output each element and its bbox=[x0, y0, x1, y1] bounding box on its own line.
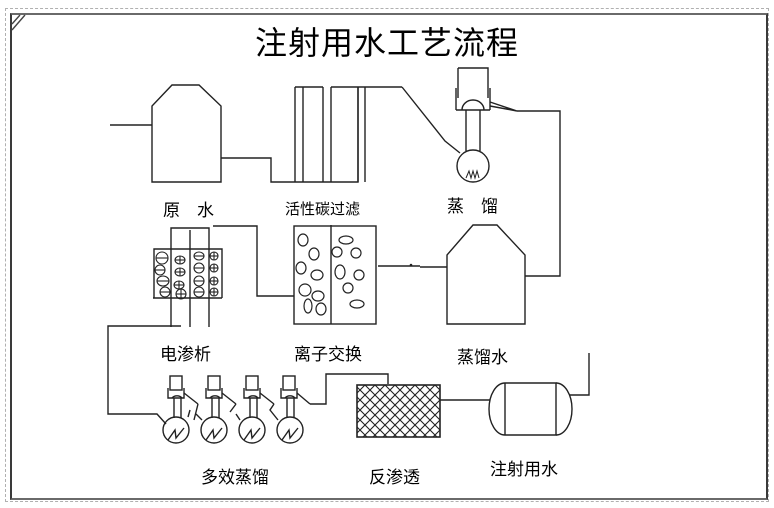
label-multi-effect-distillation: 多效蒸馏 bbox=[201, 468, 269, 488]
label-reverse-osmosis: 反渗透 bbox=[369, 468, 420, 488]
water-for-injection-vessel[interactable] bbox=[488, 353, 590, 436]
electrodialysis-unit[interactable] bbox=[107, 227, 223, 425]
pipe-med-to-ro bbox=[310, 373, 389, 405]
ion-exchange-icon bbox=[293, 225, 377, 325]
storage-tank-icon bbox=[446, 224, 526, 325]
pipe-ion-to-electrodialysis bbox=[213, 225, 294, 297]
raw-water-tank[interactable] bbox=[110, 84, 222, 183]
filter-columns-icon bbox=[294, 86, 332, 182]
multi-effect-distiller[interactable] bbox=[162, 373, 389, 444]
storage-tank-icon bbox=[151, 84, 222, 183]
pipe-distiller-to-tank bbox=[517, 110, 561, 277]
reverse-osmosis-unit[interactable] bbox=[356, 384, 490, 438]
distilled-water-tank[interactable] bbox=[420, 224, 526, 325]
effect-column-4 bbox=[276, 375, 311, 444]
effect-column-2 bbox=[200, 375, 237, 444]
ion-exchange-unit[interactable] bbox=[213, 225, 377, 325]
label-raw-water: 原 水 bbox=[163, 201, 214, 221]
distiller[interactable] bbox=[455, 67, 561, 277]
diagram-border bbox=[10, 13, 768, 500]
electrodialysis-icon bbox=[154, 251, 219, 300]
page-title: 注射用水工艺流程 bbox=[254, 24, 519, 62]
label-distilled-water: 蒸馏水 bbox=[457, 348, 508, 368]
label-activated-carbon-filter: 活性碳过滤 bbox=[285, 200, 361, 218]
pipe-filter-to-distiller bbox=[401, 86, 461, 154]
corner-hatch-icon bbox=[11, 14, 26, 31]
pipe-electrodialysis-to-med bbox=[107, 325, 181, 425]
reverse-osmosis-membrane-icon bbox=[356, 384, 441, 438]
outlet-pipe bbox=[569, 353, 590, 396]
label-water-for-injection: 注射用水 bbox=[490, 460, 558, 480]
label-electrodialysis: 电渗析 bbox=[160, 345, 211, 365]
activated-carbon-filter[interactable] bbox=[294, 86, 461, 183]
label-distillation: 蒸 馏 bbox=[447, 197, 498, 217]
label-ion-exchange: 离子交换 bbox=[294, 345, 362, 365]
effect-column-1 bbox=[162, 375, 199, 444]
pipe-raw-to-filter bbox=[221, 157, 295, 183]
distiller-flask-icon bbox=[456, 149, 490, 183]
effect-column-3 bbox=[238, 375, 275, 444]
selection-frame bbox=[5, 8, 769, 502]
